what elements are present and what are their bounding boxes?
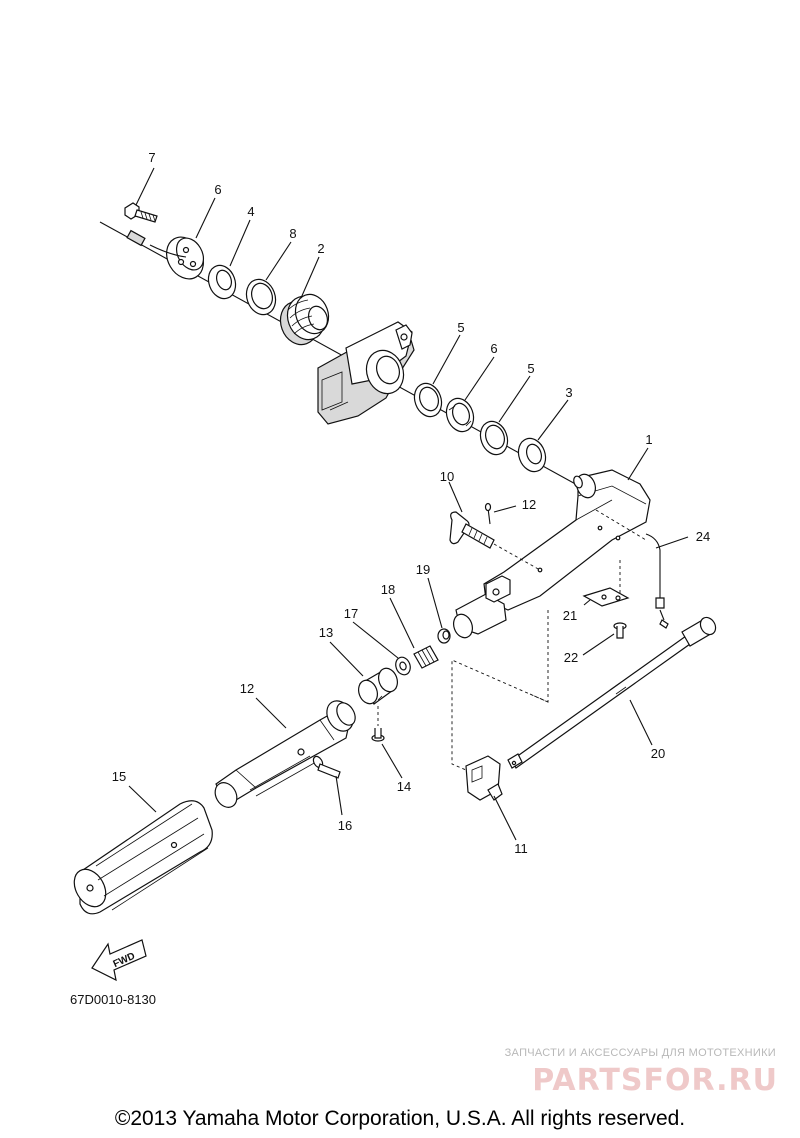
callout-8: 6 (214, 182, 221, 197)
callout-23: 22 (564, 650, 578, 665)
part-5-ring-a (413, 382, 443, 418)
part-19-spring (413, 645, 439, 669)
callout-24: 24 (696, 529, 710, 544)
part-22-plate (582, 560, 630, 607)
callout-17: 16 (338, 818, 352, 833)
callout-21: 20 (651, 746, 665, 761)
callout-5a: 5 (457, 320, 464, 335)
callout-20: 19 (416, 562, 430, 577)
callout-3: 3 (565, 385, 572, 400)
copyright-footer: ©2013 Yamaha Motor Corporation, U.S.A. A… (115, 1107, 685, 1130)
part-7-ring (245, 278, 277, 316)
assembly-guide-lines (451, 610, 549, 771)
part-2-gear (279, 293, 330, 346)
part-4-bushing (207, 264, 237, 300)
part-3-bushing (517, 437, 547, 473)
part-1-steering-handle (452, 469, 651, 639)
callout-16: 15 (112, 769, 126, 784)
part-18-washer (395, 656, 411, 676)
callout-12: 12 (522, 497, 536, 512)
part-13-throttle-shaft (214, 700, 356, 808)
part-6-wave-washer (445, 397, 475, 433)
callout-14: 13 (319, 625, 333, 640)
part-17-screw (312, 755, 341, 779)
callout-13: 12 (240, 681, 254, 696)
callout-11: 11 (514, 841, 528, 856)
callout-9: 7 (148, 150, 155, 165)
part-callouts: 7 6 4 8 2 5 6 5 3 1 24 10 12 19 18 17 13… (112, 150, 710, 856)
callout-7: 8 (289, 226, 296, 241)
part-16-grip (73, 800, 213, 915)
part-5-ring-b (479, 420, 509, 456)
part-23-screw (613, 622, 627, 639)
cable-end (126, 229, 146, 247)
part-20-ring (437, 628, 451, 644)
callout-15: 14 (397, 779, 411, 794)
callout-2: 2 (317, 241, 324, 256)
watermark-logo: PARTSFOR.RU (532, 1063, 778, 1098)
part-14-sleeve (357, 667, 399, 705)
part-10-wing-bolt (449, 511, 541, 571)
callout-1: 1 (645, 432, 652, 447)
drawing-code: 67D0010-8130 (70, 992, 156, 1007)
part-12-pin (484, 502, 492, 525)
part-21-shaft (507, 616, 717, 769)
callout-6: 6 (490, 341, 497, 356)
part-15-screw (371, 706, 385, 742)
callout-4: 4 (247, 204, 254, 219)
callout-19: 18 (381, 582, 395, 597)
callout-10: 10 (440, 469, 454, 484)
part-8-plate (149, 236, 205, 280)
part-24-cable (645, 533, 669, 629)
callout-22: 21 (563, 608, 577, 623)
part-9-bolt (124, 202, 158, 223)
callout-18: 17 (344, 606, 358, 621)
steering-bracket (317, 321, 415, 425)
watermark: ЗАПЧАСТИ И АКСЕССУАРЫ ДЛЯ МОТОТЕХНИКИ PA… (505, 1047, 778, 1098)
part-11-clamp (465, 755, 503, 801)
leader-lines (128, 167, 689, 841)
callout-5b: 5 (527, 361, 534, 376)
watermark-tagline: ЗАПЧАСТИ И АКСЕССУАРЫ ДЛЯ МОТОТЕХНИКИ (505, 1047, 776, 1059)
fwd-arrow-icon: FWD (91, 939, 147, 982)
